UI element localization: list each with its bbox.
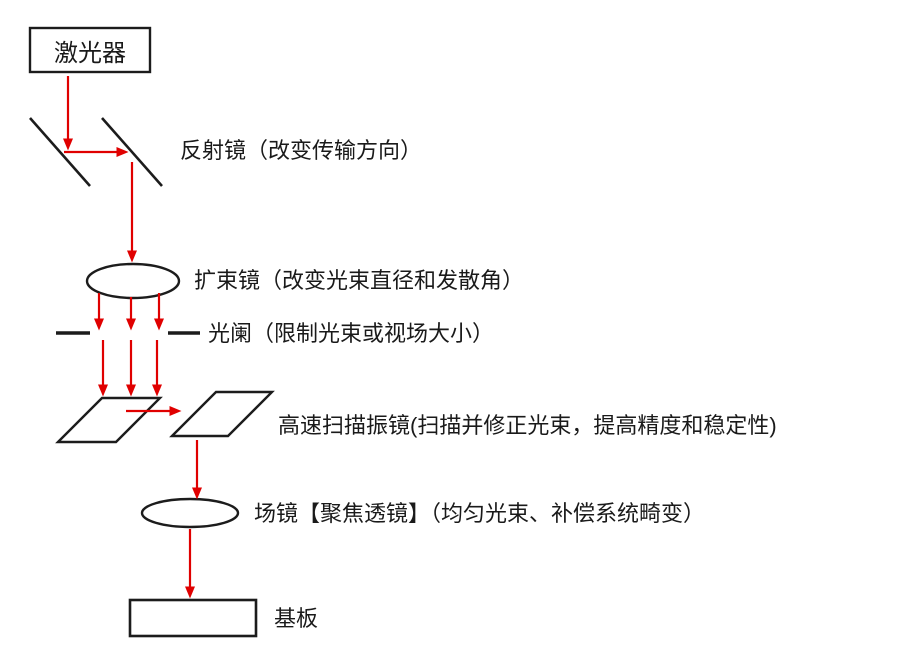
beam-expander-lens-shape xyxy=(85,262,181,300)
substrate-label: 基板 xyxy=(274,606,319,631)
galvo-mirror-left-shape xyxy=(55,396,163,444)
field-lens-label: 场镜【聚焦透镜】（均匀光束、补偿系统畸变） xyxy=(254,501,706,526)
field-lens-shape xyxy=(140,497,240,529)
laser-label: 激光器 xyxy=(54,39,126,67)
galvo-mirror-right-shape xyxy=(169,390,275,438)
mirror-2-shape xyxy=(101,117,163,187)
aperture-label: 光阑（限制光束或视场大小） xyxy=(208,321,495,346)
laser-box-shape xyxy=(28,26,152,74)
galvo-scanner-label: 高速扫描振镜(扫描并修正光束，提高精度和稳定性) xyxy=(278,413,777,438)
mirror-1-shape xyxy=(29,117,91,187)
substrate-shape xyxy=(128,598,258,638)
mirror-label: 反射镜（改变传输方向） xyxy=(180,138,423,163)
beam-expander-label: 扩束镜（改变光束直径和发散角） xyxy=(194,268,525,293)
